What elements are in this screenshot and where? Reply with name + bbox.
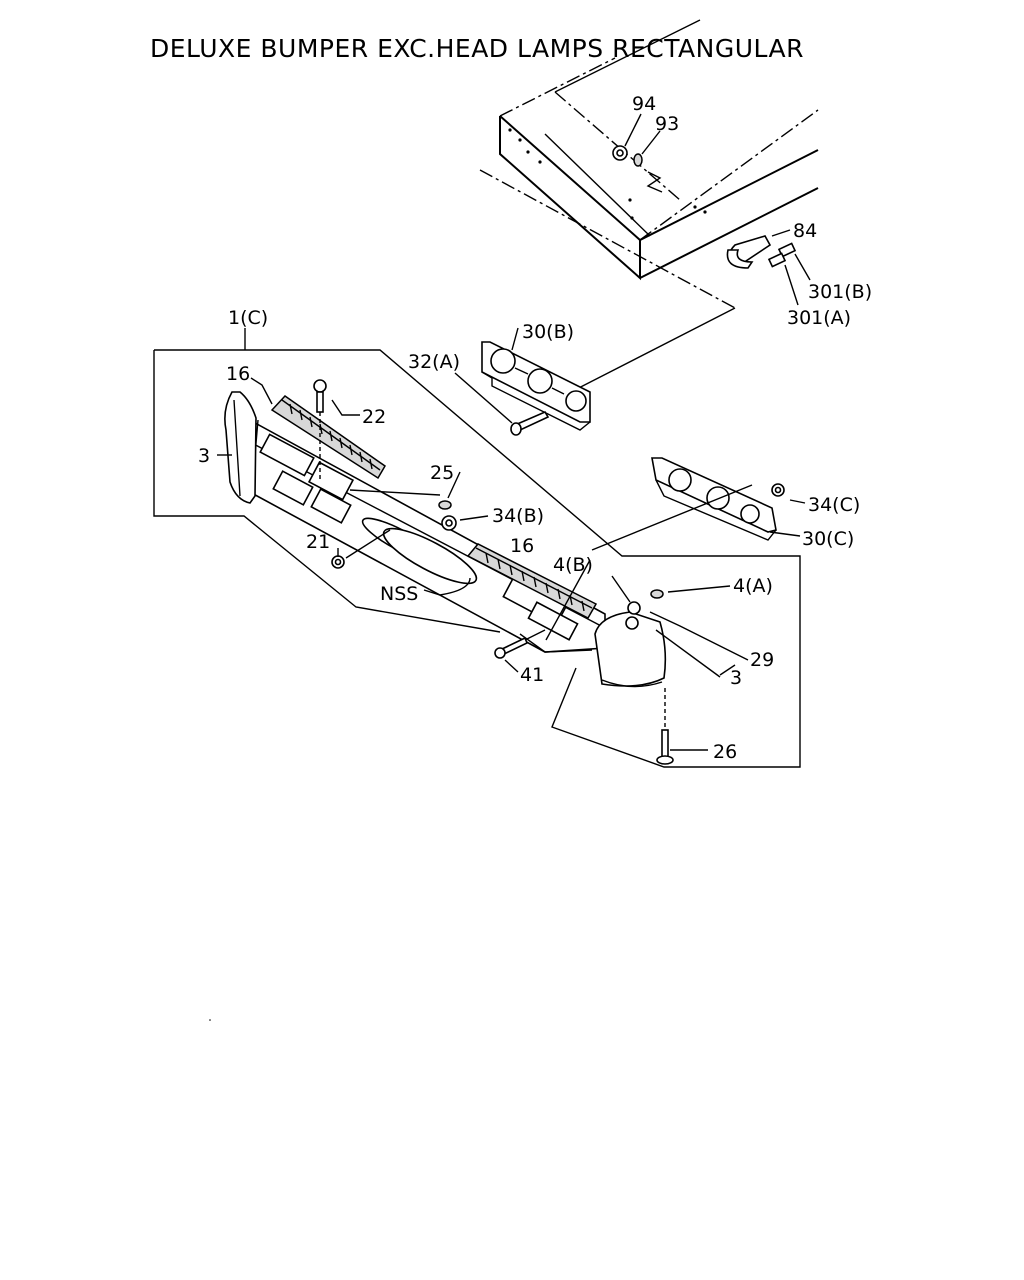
end-cap-left-3: [224, 391, 257, 504]
frame-rail: [479, 19, 819, 396]
callout-84: 84: [793, 220, 817, 242]
nut-34c: [771, 483, 785, 497]
callout-nss: NSS: [380, 583, 418, 605]
callout-3-right: 3: [730, 667, 742, 689]
end-cap-right-3: [594, 611, 667, 688]
callout-41: 41: [520, 664, 544, 686]
callout-3-left: 3: [198, 445, 210, 467]
bolt-32a: [510, 410, 550, 436]
callout-94: 94: [632, 93, 656, 115]
callout-29: 29: [750, 649, 774, 671]
nut-94: [612, 145, 628, 161]
step-pad-right-16: [466, 543, 598, 619]
callout-93: 93: [655, 113, 679, 135]
callout-34b: 34(B): [492, 505, 544, 527]
bolt-41: [494, 636, 529, 659]
bracket-30b: [481, 341, 591, 431]
callout-301b: 301(B): [808, 281, 872, 303]
callout-30c: 30(C): [802, 528, 854, 550]
step-pad-left-16: [270, 395, 386, 480]
bracket-30c: [651, 457, 777, 541]
callout-16-left: 16: [226, 363, 250, 385]
nut-4a: [650, 589, 664, 599]
callout-4b: 4(B): [553, 554, 593, 576]
callout-1c: 1(C): [228, 307, 268, 329]
bolt-301a: [767, 252, 787, 268]
assembly-outline-1c: [153, 328, 801, 768]
callout-301a: 301(A): [787, 307, 851, 329]
callout-32a: 32(A): [408, 351, 460, 373]
callout-34c: 34(C): [808, 494, 860, 516]
callout-21: 21: [306, 531, 330, 553]
tow-hook-84: [726, 235, 772, 269]
nut-4b: [627, 601, 641, 615]
callout-22: 22: [362, 406, 386, 428]
bolt-301b: [777, 242, 797, 258]
callout-16-right: 16: [510, 535, 534, 557]
callout-25: 25: [430, 462, 454, 484]
bolt-26: [656, 729, 674, 765]
nut-21: [331, 555, 345, 569]
washer-93: [633, 153, 643, 167]
nut-34b: [441, 515, 457, 531]
diagram-title: DELUXE BUMPER EXC.HEAD LAMPS RECTANGULAR: [150, 34, 804, 63]
callout-26: 26: [713, 741, 737, 763]
callout-30b: 30(B): [522, 321, 574, 343]
bumper-main: [245, 416, 606, 653]
bolt-22: [313, 379, 327, 413]
callout-4a: 4(A): [733, 575, 773, 597]
washer-25: [438, 500, 452, 510]
